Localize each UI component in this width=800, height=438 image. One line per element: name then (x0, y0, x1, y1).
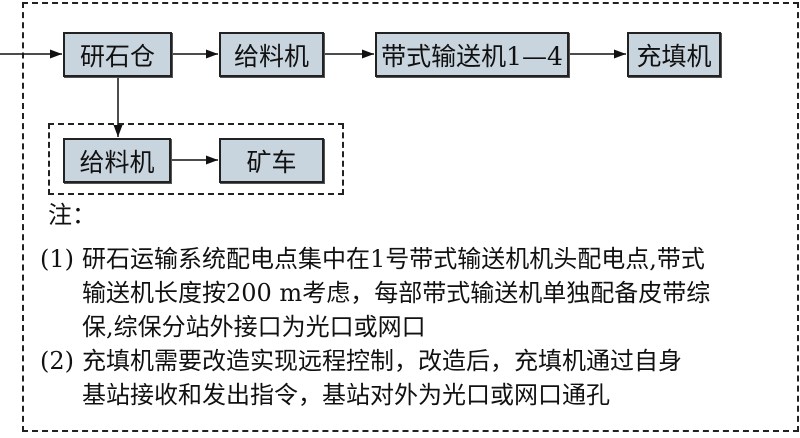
feeder-label: 给料机 (233, 41, 309, 71)
outer-boundary (22, 2, 799, 432)
note-2-line-2: 基站接收和发出指令，基站对外为光口或网口通孔 (82, 381, 610, 409)
mine-car-label: 矿车 (246, 147, 297, 177)
branch-feeder-box: 给料机 (63, 138, 171, 183)
notes-title: 注： (48, 201, 96, 229)
belt-conveyor-box: 带式输送机1—4 (375, 32, 569, 77)
note-2-number: (2) (40, 347, 74, 375)
feeder-box: 给料机 (219, 32, 324, 77)
note-1-line-1: 研石运输系统配电点集中在1号带式输送机机头配电点,带式 (82, 245, 705, 273)
gangue-bin-box: 研石仓 (63, 32, 172, 77)
note-1-line-2: 输送机长度按200 m考虑，每部带式输送机单独配备皮带综 (82, 279, 711, 307)
note-1-line-3: 保,综保分站外接口为光口或网口 (82, 313, 426, 341)
mine-car-box: 矿车 (219, 138, 324, 183)
note-2-line-1: 充填机需要改造实现远程控制，改造后，充填机通过自身 (82, 347, 682, 375)
filling-machine-label: 充填机 (636, 41, 712, 71)
note-1-number: (1) (40, 245, 74, 273)
belt-conveyor-label: 带式输送机1—4 (381, 41, 563, 71)
branch-boundary (48, 123, 344, 195)
gangue-bin-label: 研石仓 (79, 41, 155, 71)
filling-machine-box: 充填机 (627, 32, 721, 77)
branch-feeder-label: 给料机 (79, 147, 155, 177)
